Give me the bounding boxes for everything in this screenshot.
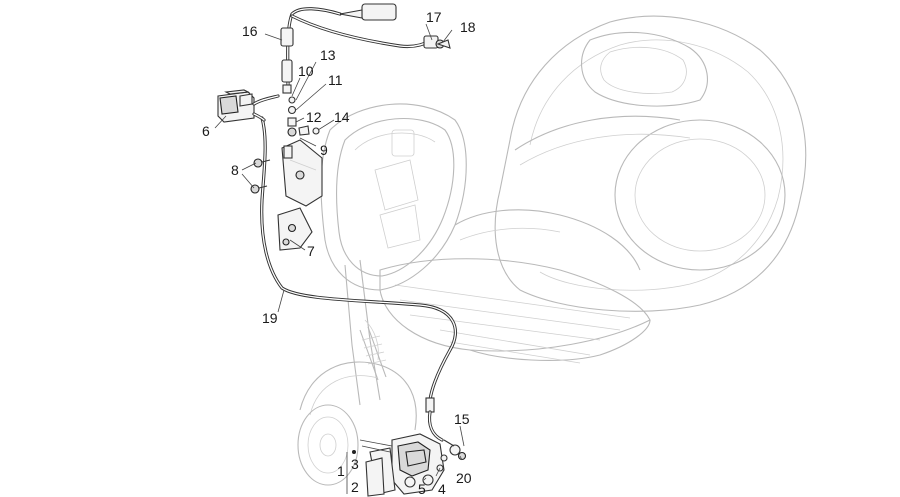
callout-11: 11 — [328, 72, 343, 88]
callout-10: 10 — [298, 63, 314, 79]
reference-dot — [352, 450, 356, 454]
banjo-fitting-17-18 — [423, 35, 451, 49]
callout-17: 17 — [426, 9, 442, 25]
callout-4: 4 — [438, 481, 446, 497]
callout-8: 8 — [231, 162, 239, 178]
callout-2: 2 — [351, 479, 359, 495]
callout-20: 20 — [456, 470, 472, 486]
callout-9: 9 — [320, 142, 328, 158]
callout-15: 15 — [454, 411, 470, 427]
brake-hose-16 — [280, 3, 434, 94]
abs-bracket-7 — [277, 207, 313, 251]
scooter-body-ghost — [297, 15, 807, 486]
callout-16: 16 — [242, 23, 258, 39]
callout-13: 13 — [320, 47, 336, 63]
leader-lines — [214, 23, 465, 494]
callout-6: 6 — [202, 123, 210, 139]
callout-18: 18 — [460, 19, 476, 35]
callout-19: 19 — [262, 310, 278, 326]
small-fittings-10-14 — [287, 96, 320, 137]
callout-numbers: 16 17 18 13 10 11 12 14 9 6 8 7 19 15 3 … — [202, 9, 476, 497]
abs-control-unit-6 — [217, 89, 280, 123]
abs-bracket-9 — [281, 139, 323, 207]
callout-1: 1 — [337, 463, 345, 479]
callout-3: 3 — [351, 456, 359, 472]
brake-caliper-assembly — [359, 433, 467, 497]
callout-12: 12 — [306, 109, 322, 125]
callout-5: 5 — [418, 481, 426, 497]
callout-7: 7 — [307, 243, 315, 259]
callout-14: 14 — [334, 109, 350, 125]
brake-hose-19 — [260, 116, 458, 442]
